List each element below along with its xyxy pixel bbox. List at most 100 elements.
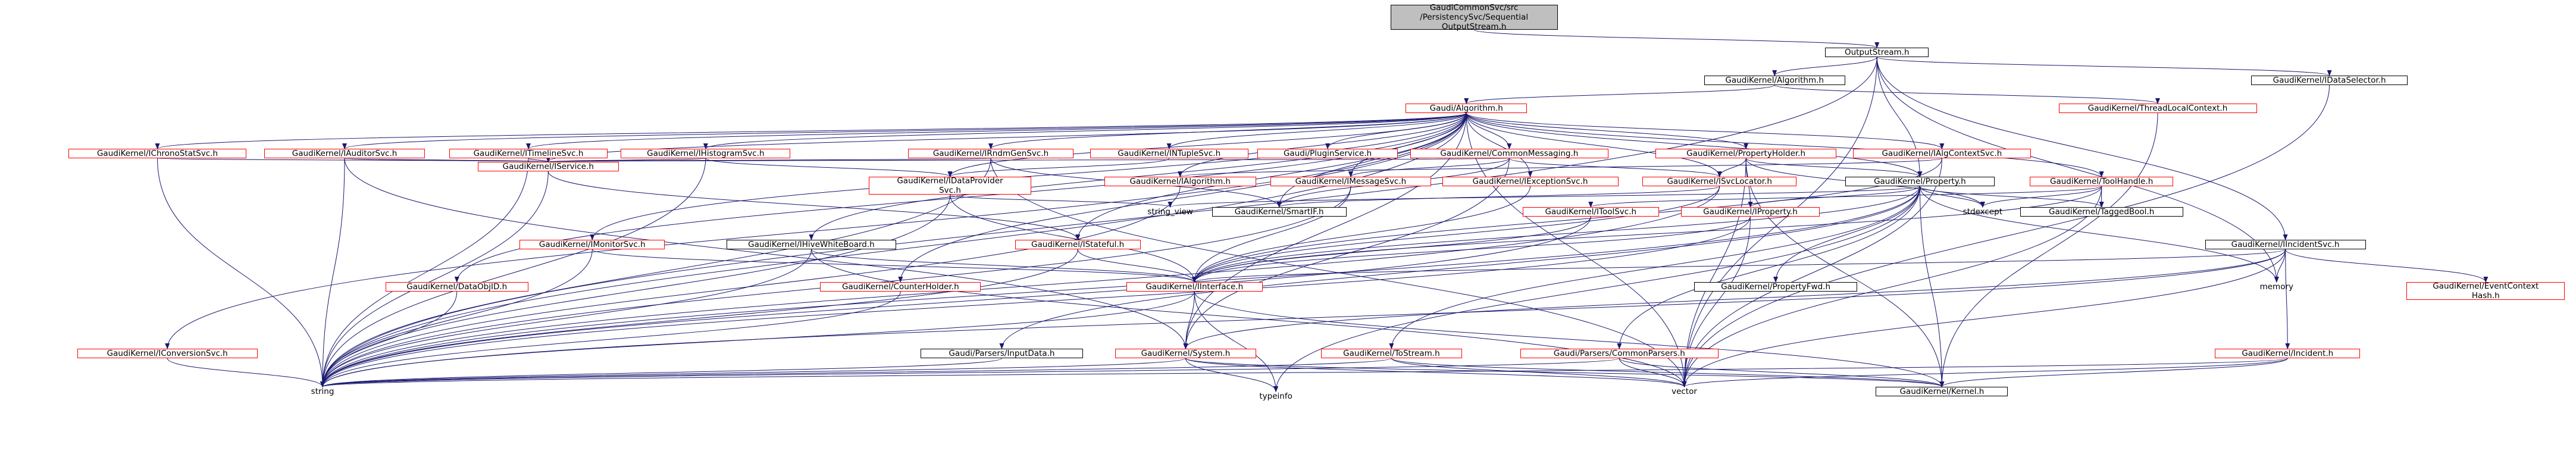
node-itoolsvc[interactable]: GaudiKernel/IToolSvc.h — [1522, 207, 1659, 217]
edge-system-to-kernel — [1185, 358, 1944, 387]
edge-propholder-to-kernel — [1745, 158, 1945, 387]
node-label: GaudiKernel/ToolHandle.h — [2050, 177, 2154, 186]
node-kernel[interactable]: GaudiKernel/Kernel.h — [1876, 387, 2008, 396]
edge-ga-to-toolhandle — [1466, 112, 2104, 177]
edge-ialgctx-to-ialgorithm — [1178, 158, 1942, 177]
node-os[interactable]: OutputStream.h — [1825, 48, 1929, 57]
node-plugin[interactable]: Gaudi/PluginService.h — [1257, 149, 1398, 158]
node-iincident[interactable]: GaudiKernel/IIncidentSvc.h — [2205, 240, 2366, 249]
node-imonitor[interactable]: GaudiKernel/IMonitorSvc.h — [519, 240, 665, 249]
edge-iincident-to-evtctxhash — [2285, 249, 2489, 283]
node-root: GaudiCommonSvc/src/PersistencySvc/Sequen… — [1390, 3, 1558, 32]
node-stringview[interactable]: string_view — [1134, 207, 1207, 217]
node-propholder[interactable]: GaudiKernel/PropertyHolder.h — [1655, 149, 1836, 158]
node-vector[interactable]: vector — [1660, 387, 1708, 396]
edge-iservice-to-string — [320, 171, 549, 387]
edge-os-to-string — [320, 57, 1877, 387]
node-intuple[interactable]: GaudiKernel/INTupleSvc.h — [1090, 149, 1248, 158]
edge-commsg-to-system — [1183, 158, 1510, 349]
node-label: GaudiKernel/IMessageSvc.h — [1295, 177, 1407, 186]
node-iproperty[interactable]: GaudiKernel/IProperty.h — [1680, 207, 1820, 217]
edge-ids-to-vector — [1682, 84, 2330, 387]
node-stdexcept[interactable]: stdexcept — [1952, 207, 2014, 217]
node-irndm[interactable]: GaudiKernel/IRndmGenSvc.h — [908, 149, 1073, 158]
node-label: GaudiKernel/IStateful.h — [1031, 240, 1125, 249]
node-label: GaudiKernel/IExceptionSvc.h — [1472, 177, 1588, 186]
node-incident[interactable]: GaudiKernel/Incident.h — [2215, 349, 2361, 358]
edge-incident-to-string — [321, 358, 2288, 387]
node-label: GaudiKernel/IHiveWhiteBoard.h — [748, 240, 875, 249]
node-iexception[interactable]: GaudiKernel/IExceptionSvc.h — [1442, 177, 1619, 186]
edge-itoolsvc-to-string — [320, 216, 1591, 387]
edge-istateful-to-string — [320, 249, 1078, 387]
edge-ga-to-iauditor — [342, 112, 1467, 149]
node-ids[interactable]: GaudiKernel/IDataSelector.h — [2251, 76, 2408, 85]
node-label: GaudiKernel/Kernel.h — [1899, 387, 1985, 396]
edge-idataprov-to-stringview — [950, 194, 1173, 208]
node-ialgctx[interactable]: GaudiKernel/IAlgContextSvc.h — [1852, 149, 2032, 158]
node-system[interactable]: GaudiKernel/System.h — [1115, 349, 1256, 358]
node-toolhandle[interactable]: GaudiKernel/ToolHandle.h — [2030, 177, 2173, 186]
node-smartif[interactable]: GaudiKernel/SmartIF.h — [1212, 207, 1347, 217]
node-istateful[interactable]: GaudiKernel/IStateful.h — [1015, 240, 1141, 249]
node-label: Gaudi/Parsers/InputData.h — [949, 349, 1055, 358]
node-label: GaudiKernel/IDataProvider — [897, 176, 1003, 186]
node-imessage[interactable]: GaudiKernel/IMessageSvc.h — [1270, 177, 1431, 186]
node-iauditor[interactable]: GaudiKernel/IAuditorSvc.h — [264, 149, 425, 158]
edge-ichrono-to-string — [157, 158, 325, 387]
edge-iincident-to-incident — [2285, 249, 2290, 349]
node-isvcloc[interactable]: GaudiKernel/ISvcLocator.h — [1642, 177, 1797, 186]
node-ihisto[interactable]: GaudiKernel/IHistogramSvc.h — [621, 149, 791, 158]
node-taggedbool[interactable]: GaudiKernel/TaggedBool.h — [2020, 207, 2183, 217]
edge-ga-to-intuple — [1166, 112, 1467, 149]
node-ga[interactable]: Gaudi/Algorithm.h — [1406, 104, 1527, 113]
edge-property-to-string — [320, 186, 1920, 387]
edge-property-to-propfwd — [1773, 186, 1920, 283]
node-iservice[interactable]: GaudiKernel/IService.h — [477, 162, 619, 171]
node-parsersinput[interactable]: Gaudi/Parsers/InputData.h — [920, 349, 1084, 358]
edge-commsg-to-iservice — [547, 156, 1510, 162]
node-property[interactable]: GaudiKernel/Property.h — [1845, 177, 1995, 186]
edge-imessage-to-iinterface — [1192, 186, 1351, 283]
edge-parserscommon-to-vector — [1619, 358, 1687, 387]
node-label: Gaudi/PluginService.h — [1283, 149, 1372, 158]
edge-toolhandle-to-stdexcept — [1980, 186, 2102, 208]
node-label: GaudiKernel/IInterface.h — [1145, 282, 1244, 292]
node-ialgorithm[interactable]: GaudiKernel/IAlgorithm.h — [1104, 177, 1256, 186]
edge-iproperty-to-string — [320, 216, 1751, 387]
node-itimeline[interactable]: GaudiKernel/ITimelineSvc.h — [449, 149, 608, 158]
edge-os-to-memory — [1876, 57, 2279, 283]
node-label: string — [311, 387, 334, 396]
node-tlc[interactable]: GaudiKernel/ThreadLocalContext.h — [2058, 104, 2257, 113]
node-ihivewb[interactable]: GaudiKernel/IHiveWhiteBoard.h — [727, 240, 896, 249]
node-memory[interactable]: memory — [2251, 282, 2302, 292]
edge-tostream-to-string — [320, 358, 1392, 387]
edge-os-to-property — [1876, 57, 1923, 177]
node-counterholder[interactable]: GaudiKernel/CounterHolder.h — [820, 282, 981, 292]
node-iinterface[interactable]: GaudiKernel/IInterface.h — [1126, 282, 1263, 292]
node-label: GaudiKernel/IIncidentSvc.h — [2231, 240, 2340, 249]
edge-gk_alg-to-ga — [1464, 84, 1775, 104]
edge-iincident-to-iinterface — [1192, 249, 2286, 283]
edge-os-to-vector — [1682, 57, 1877, 387]
node-iconversion[interactable]: GaudiKernel/IConversionSvc.h — [77, 349, 258, 358]
node-label: GaudiKernel/CommonMessaging.h — [1440, 149, 1579, 158]
node-tostream[interactable]: GaudiKernel/ToStream.h — [1321, 349, 1462, 358]
node-string[interactable]: string — [298, 387, 348, 396]
node-ichrono[interactable]: GaudiKernel/IChronoStatSvc.h — [68, 149, 247, 158]
node-idataobj[interactable]: GaudiKernel/DataObjID.h — [385, 282, 528, 292]
node-propfwd[interactable]: GaudiKernel/PropertyFwd.h — [1694, 282, 1857, 292]
node-label: stdexcept — [1962, 207, 2002, 217]
edge-ihisto-to-string — [320, 158, 706, 387]
node-gk_alg[interactable]: GaudiKernel/Algorithm.h — [1704, 76, 1845, 85]
node-parserscommon[interactable]: Gaudi/Parsers/CommonParsers.h — [1520, 349, 1719, 358]
edge-propholder-to-vector — [1682, 158, 1746, 387]
node-commsg[interactable]: GaudiKernel/CommonMessaging.h — [1410, 149, 1608, 158]
edge-ga-to-ichrono — [155, 112, 1467, 149]
edge-ihivewb-to-iinterface — [810, 249, 1197, 283]
edge-isvcloc-to-string — [320, 186, 1720, 387]
node-typeinfo[interactable]: typeinfo — [1248, 392, 1304, 401]
